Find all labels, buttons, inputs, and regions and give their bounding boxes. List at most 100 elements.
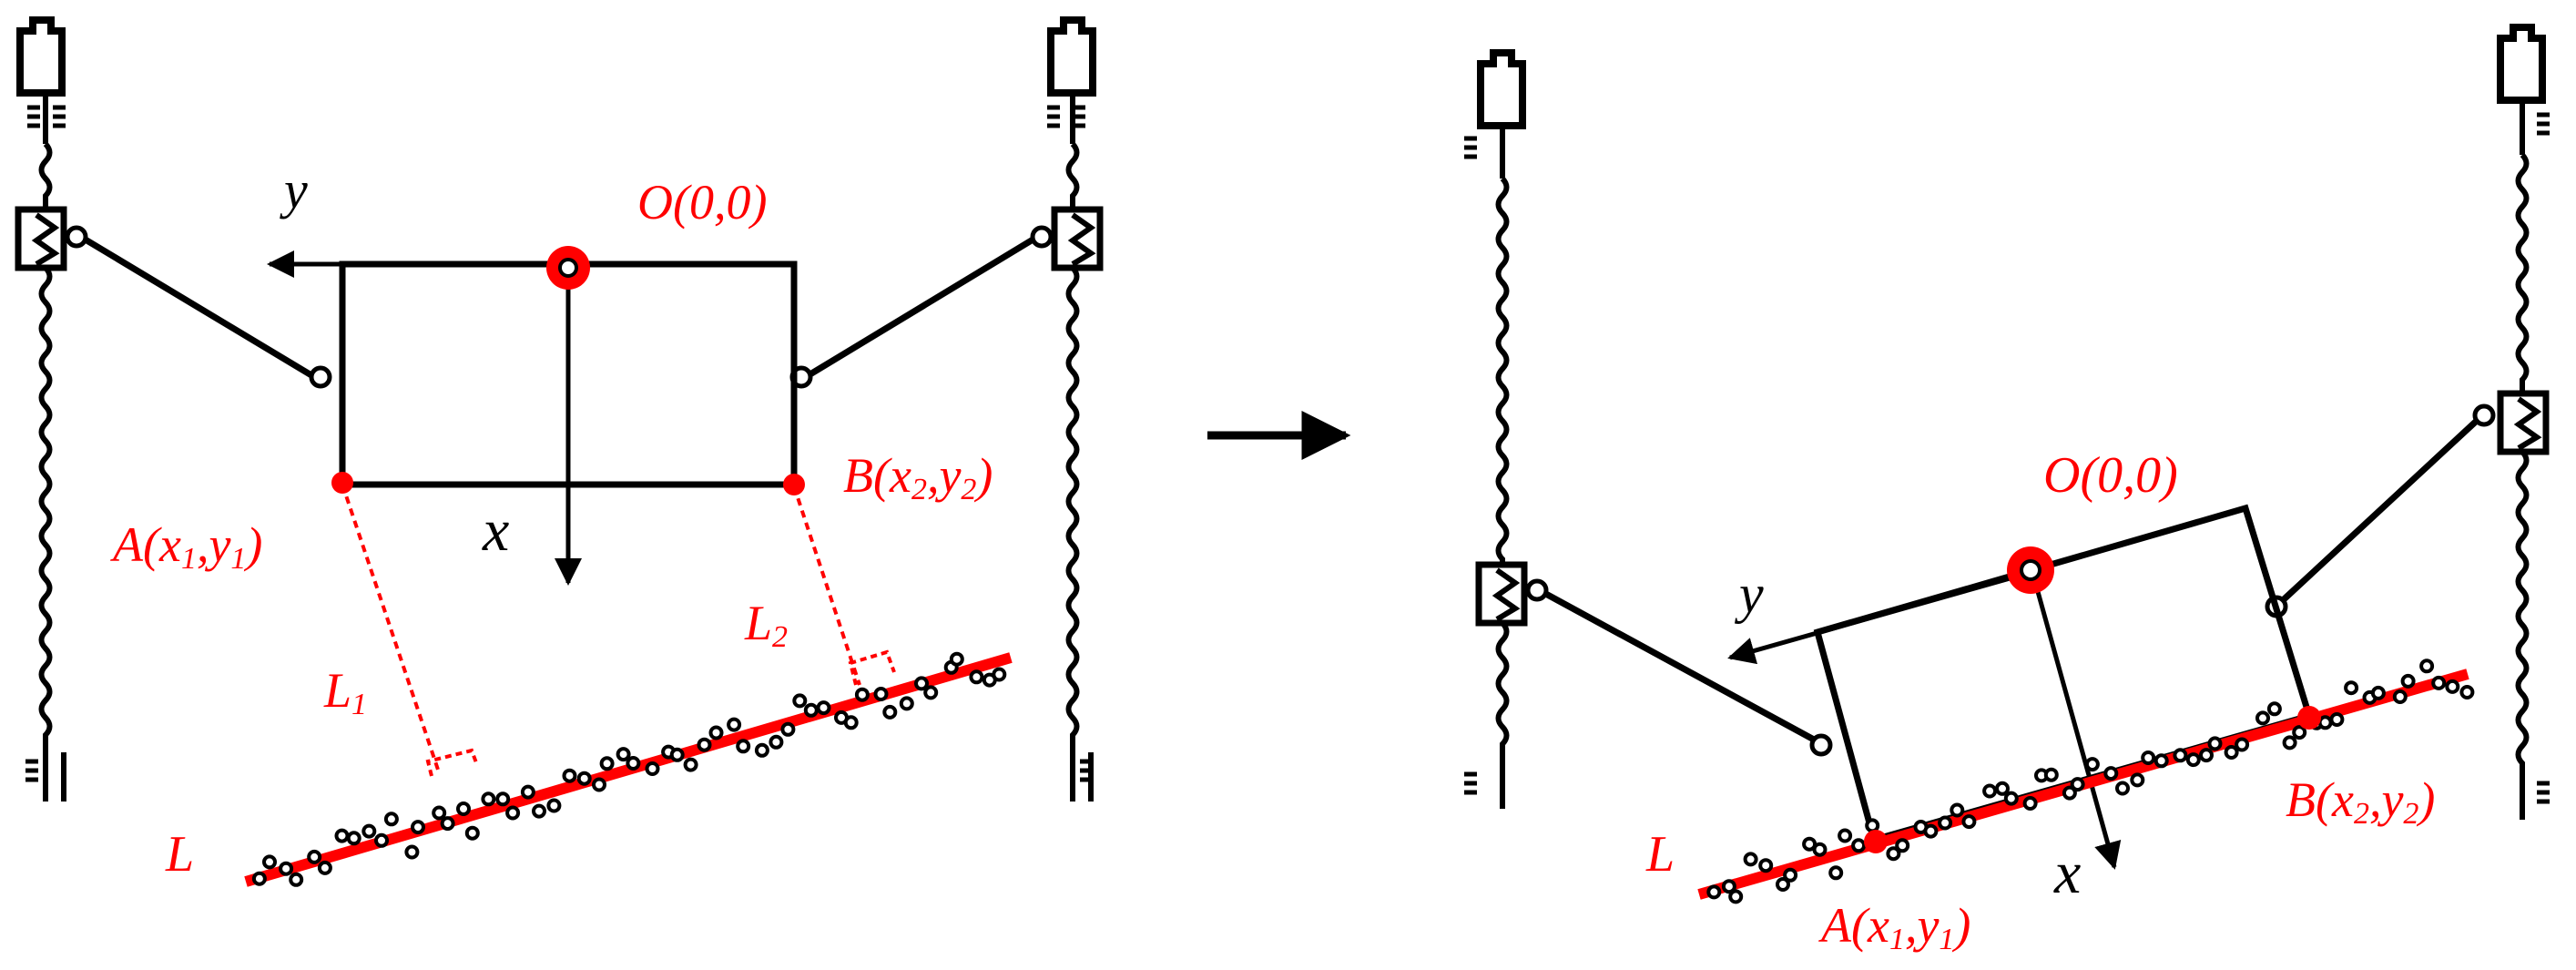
- scan-point: [1995, 781, 2010, 796]
- slider-block: [1051, 206, 1104, 271]
- scan-point: [769, 734, 784, 750]
- scan-point: [1783, 867, 1798, 883]
- scan-point: [374, 832, 389, 848]
- rail-motor-icon: [1477, 49, 1526, 129]
- rail-spring: [2515, 449, 2530, 767]
- left-arm: [82, 235, 313, 379]
- scan-point: [346, 831, 361, 846]
- point-b-marker: [783, 474, 805, 495]
- scan-point: [882, 704, 898, 720]
- l1-distance-line: [341, 484, 441, 773]
- scan-point: [383, 812, 399, 827]
- scan-point: [645, 761, 660, 776]
- rail-motor-icon: [16, 16, 66, 97]
- scan-point: [780, 721, 796, 737]
- scan-point: [317, 860, 332, 875]
- right-panel-right-rail: [2497, 24, 2550, 820]
- scan-point: [1938, 815, 1953, 831]
- scan-point: [2431, 675, 2447, 690]
- scan-point: [2199, 748, 2214, 763]
- scan-point: [1743, 852, 1758, 867]
- scan-point: [708, 725, 724, 740]
- scan-point: [520, 784, 535, 800]
- l2-distance-line: [792, 485, 861, 686]
- scan-point: [949, 651, 964, 667]
- y-axis-arrow: [1727, 569, 2033, 665]
- rail-ground-icon: [25, 759, 38, 782]
- scan-point: [2103, 766, 2119, 781]
- rail-ground-icon: [2537, 112, 2550, 136]
- scan-point: [669, 747, 685, 762]
- rail-spring: [1065, 141, 1080, 209]
- scan-point: [816, 700, 831, 716]
- scan-point: [2255, 710, 2270, 726]
- scan-point: [562, 768, 577, 783]
- left-panel: y x O(0,0) A(x1,y1) B(x2,y2) L1 L2 L: [15, 16, 1104, 887]
- l1-label: L1: [323, 663, 367, 721]
- scan-point: [1721, 879, 1736, 894]
- scan-point: [456, 802, 471, 816]
- scan-point: [1982, 783, 1998, 799]
- line-l-label: L: [1645, 826, 1675, 883]
- scan-point: [2207, 736, 2223, 751]
- scan-point: [279, 861, 294, 876]
- scan-point: [1706, 884, 1722, 900]
- scan-point: [2400, 673, 2416, 689]
- scan-point: [2070, 777, 2085, 792]
- scan-point: [2392, 689, 2408, 704]
- rail-spring: [2515, 152, 2530, 393]
- y-axis-label: y: [280, 160, 308, 220]
- scan-point: [1758, 858, 1774, 873]
- scan-point: [289, 872, 304, 887]
- scan-point: [432, 805, 447, 821]
- scan-point: [2370, 685, 2386, 700]
- scan-point: [592, 777, 606, 792]
- scan-point: [2329, 712, 2345, 727]
- scan-point: [361, 823, 377, 839]
- scan-point: [2185, 752, 2201, 768]
- scan-point: [307, 849, 322, 864]
- scan-point: [2003, 791, 2019, 806]
- scan-point: [2282, 735, 2297, 750]
- scan-point: [2292, 725, 2307, 740]
- rail-motor-icon: [2497, 24, 2546, 104]
- left-arm: [1541, 588, 1816, 743]
- scan-point: [803, 702, 819, 718]
- scan-point: [616, 747, 631, 762]
- rail-spring: [38, 265, 53, 747]
- scan-point: [2173, 748, 2188, 763]
- slider-block: [15, 206, 67, 271]
- slider-spring-icon: [31, 212, 60, 267]
- rail-spring: [1495, 620, 1510, 758]
- scan-point: [599, 756, 615, 771]
- origin-marker-center: [558, 258, 578, 278]
- right-arm: [807, 236, 1036, 378]
- scan-point: [2445, 679, 2460, 694]
- scan-point: [464, 825, 480, 841]
- scan-point: [1851, 838, 1867, 853]
- rail-ground-icon: [1464, 771, 1477, 795]
- scan-point: [1865, 818, 1880, 833]
- connecting-arms: [1525, 403, 2496, 757]
- origin-label: O(0,0): [2043, 447, 2178, 504]
- l2-label: L2: [744, 596, 788, 654]
- scan-point: [1961, 814, 1977, 830]
- point-b-label: B(x2,y2): [843, 448, 993, 506]
- scan-point: [546, 798, 562, 813]
- scan-point: [2317, 715, 2333, 730]
- rail-spring: [1065, 265, 1080, 747]
- scan-point: [505, 805, 521, 821]
- scan-points: [251, 651, 1007, 887]
- scan-point: [1923, 823, 1939, 839]
- line-l-label: L: [165, 826, 194, 883]
- arm-joint: [1809, 733, 1833, 757]
- scan-point: [992, 667, 1007, 682]
- l1-right-angle: [425, 748, 479, 777]
- scan-point: [1776, 877, 1790, 892]
- rail-spring: [38, 141, 53, 209]
- slider-spring-icon: [1067, 212, 1096, 267]
- y-axis-label: y: [1734, 564, 1764, 624]
- scan-point: [2084, 757, 2100, 772]
- scan-point: [754, 742, 769, 758]
